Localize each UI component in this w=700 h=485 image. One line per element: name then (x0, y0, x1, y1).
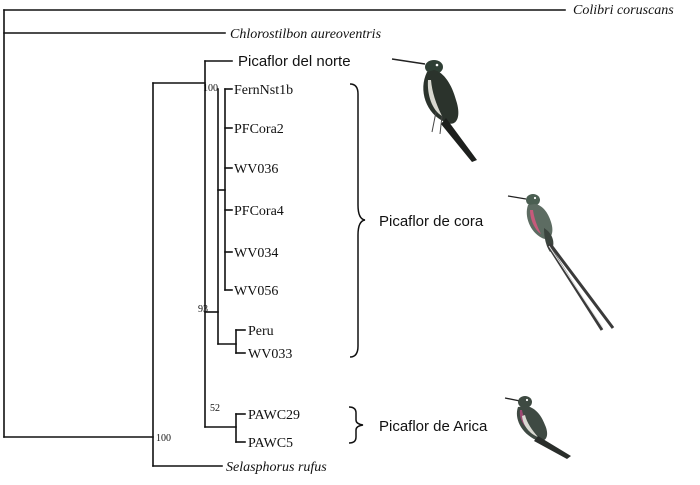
taxon-norte: Picaflor del norte (238, 53, 351, 70)
brace-arica (348, 406, 364, 444)
group-label-cora: Picaflor de cora (379, 213, 484, 230)
tree-branches (3, 9, 566, 467)
taxon-peru: Peru (248, 324, 274, 339)
support-arica-clade: 52 (210, 403, 220, 414)
taxon-pawc29: PAWC29 (248, 408, 300, 423)
taxon-wv036: WV036 (234, 162, 278, 177)
taxon-labels: Colibri coruscans Chlorostilbon aureoven… (226, 3, 674, 475)
taxon-chlorostilbon: Chlorostilbon aureoventris (230, 27, 382, 42)
taxon-pfcora2: PFCora2 (234, 122, 284, 137)
taxon-wv034: WV034 (234, 246, 278, 261)
hummingbird-icon (504, 396, 571, 459)
support-ingroup: 100 (156, 433, 171, 444)
taxon-wv033: WV033 (248, 347, 292, 362)
taxon-fernnst1b: FernNst1b (234, 83, 293, 98)
support-cora-clade: 93 (198, 304, 208, 315)
group-label-arica: Picaflor de Arica (379, 418, 488, 435)
brace-cora (349, 83, 366, 358)
taxon-pawc5: PAWC5 (248, 436, 293, 451)
support-fern-clade: 100 (203, 83, 218, 94)
hummingbird-long-tail-icon (507, 194, 615, 331)
taxon-pfcora4: PFCora4 (234, 204, 284, 219)
hummingbird-icon (391, 58, 477, 162)
taxon-selasphorus: Selasphorus rufus (226, 460, 327, 475)
taxon-wv056: WV056 (234, 284, 278, 299)
support-values: 100 93 52 100 (156, 83, 220, 444)
taxon-colibri: Colibri coruscans (573, 3, 674, 18)
